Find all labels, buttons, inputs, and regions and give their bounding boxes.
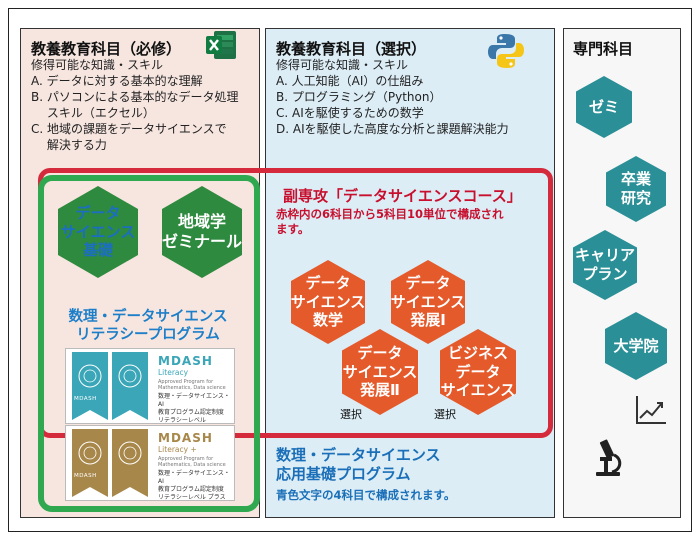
left-skill-b: B. パソコンによる基本的なデータ処理 <box>31 90 239 104</box>
select-label-1: 選択 <box>340 408 362 421</box>
hex-graduate-school: 大学院 <box>600 310 672 382</box>
middle-skill-a: A. 人工知能（AI）の仕組み <box>276 74 424 88</box>
python-icon <box>488 34 524 68</box>
middle-skill-c: C. AIを駆使するための数学 <box>276 106 424 120</box>
mdash-ribbons-graphic <box>72 352 148 420</box>
right-column-title: 専門科目 <box>573 40 634 58</box>
badge1-brand: MDASH <box>158 354 213 368</box>
hex-business-ds-label: ビジネス データ サイエンス <box>440 343 516 400</box>
badge2-brand: MDASH <box>158 431 213 445</box>
minor-course-title: 副専攻「データサイエンスコース」 <box>283 187 522 205</box>
badge1-cert: 数理・データサイエンス・AI 教育プログラム認定制度 リテラシーレベル <box>158 393 230 424</box>
ribbon-label-1: MDASH <box>74 396 97 402</box>
chart-growth-icon <box>636 396 666 424</box>
hex-ds-advanced-1: データ サイエンス 発展Ⅰ <box>384 258 472 346</box>
mdash-plus-ribbons-graphic <box>72 429 148 497</box>
left-skill-b-cont: スキル（エクセル） <box>31 106 155 120</box>
left-skill-c: C. 地域の課題をデータサイエンスで <box>31 122 227 136</box>
hex-ds-advanced-1-label: データ サイエンス 発展Ⅰ <box>390 273 466 330</box>
badge2-fine-print: Approved Program for Mathematics, Data s… <box>158 456 226 468</box>
left-skill-a: A. データに対する基本的な理解 <box>31 74 203 88</box>
hex-graduation-research: 卒業 研究 <box>601 154 671 224</box>
mdash-literacy-badge: MDASH MDASH Literacy Approved Program fo… <box>65 348 235 424</box>
badge2-cert: 数理・データサイエンス・AI 教育プログラム認定制度 リテラシーレベル プラス <box>158 470 230 501</box>
middle-skill-d: D. AIを駆使した高度な分析と課題解決能力 <box>276 122 509 136</box>
ribbon-label-2: MDASH <box>74 473 97 479</box>
hex-regional-seminar-label: 地域学 ゼミナール <box>161 212 242 251</box>
badge1-sub: Literacy <box>158 368 189 377</box>
select-label-2: 選択 <box>434 408 456 421</box>
minor-course-desc-1: 赤枠内の6科目から5科目10単位で構成され <box>276 207 504 221</box>
left-skills-heading: 修得可能な知識・スキル <box>31 58 164 72</box>
applied-program-desc: 青色文字の4科目で構成されます。 <box>276 488 456 502</box>
hex-ds-math-label: データ サイエンス 数学 <box>290 273 366 330</box>
hex-graduation-research-label: 卒業 研究 <box>620 170 651 207</box>
hex-career-plan-label: キャリア プラン <box>574 246 635 283</box>
mdash-literacy-plus-badge: MDASH MDASH Literacy + Approved Program … <box>65 425 235 501</box>
literacy-program-frame <box>38 175 260 512</box>
hex-regional-seminar: 地域学 ゼミナール <box>154 184 250 280</box>
microscope-icon <box>596 439 622 476</box>
hex-seminar-label: ゼミ <box>588 97 619 116</box>
hex-ds-advanced-2-label: データ サイエンス 発展Ⅱ <box>342 343 418 400</box>
hex-ds-math: データ サイエンス 数学 <box>284 258 372 346</box>
outer-frame <box>8 8 692 532</box>
hex-ds-advanced-2: データ サイエンス 発展Ⅱ <box>335 327 425 417</box>
middle-column-title: 教養教育科目（選択） <box>276 40 427 58</box>
hex-seminar: ゼミ <box>571 74 637 140</box>
excel-icon <box>206 31 236 59</box>
hex-ds-basics-label: データ サイエンス 基礎 <box>60 203 136 260</box>
left-column-title: 教養教育科目（必修） <box>31 40 182 58</box>
hex-graduate-school-label: 大学院 <box>613 336 659 355</box>
middle-skill-b: B. プログラミング（Python） <box>276 90 442 104</box>
literacy-program-title: 数理・データサイエンス リテラシープログラム <box>68 309 228 343</box>
badge2-sub: Literacy + <box>158 445 197 454</box>
hex-business-ds: ビジネス データ サイエンス <box>433 327 523 417</box>
badge1-fine-print: Approved Program for Mathematics, Data s… <box>158 379 226 391</box>
applied-program-title: 数理・データサイエンス 応用基礎プログラム <box>276 446 441 483</box>
hex-ds-basics: データ サイエンス 基礎 <box>50 184 146 280</box>
middle-skills-heading: 修得可能な知識・スキル <box>276 58 409 72</box>
left-skill-c-cont: 解決する力 <box>31 138 107 152</box>
minor-course-desc-2: ます。 <box>276 222 310 236</box>
hex-career-plan: キャリア プラン <box>568 228 642 302</box>
